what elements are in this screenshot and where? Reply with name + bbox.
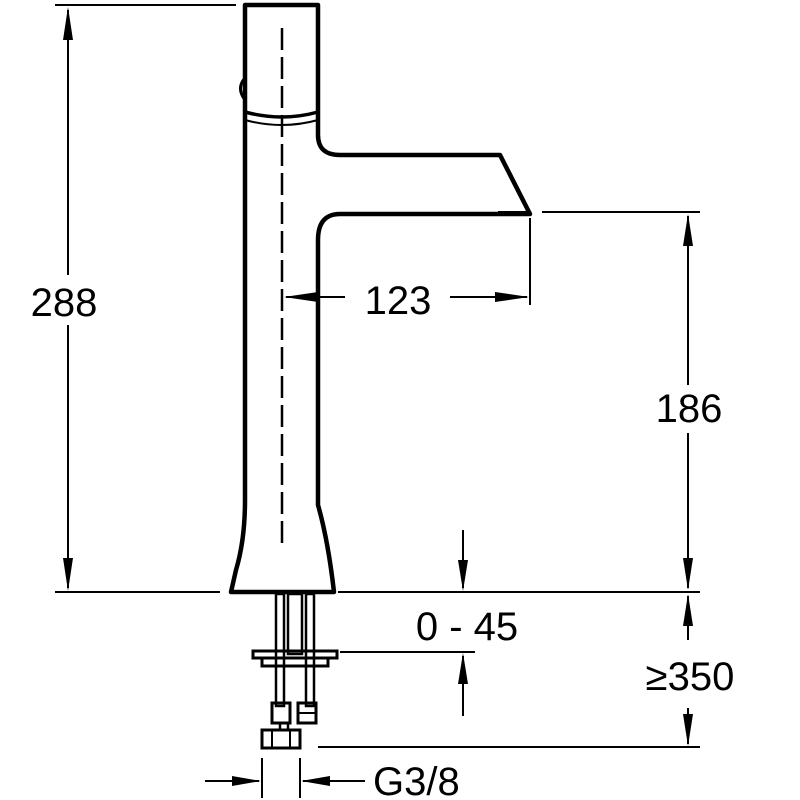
arrowhead-288-bottom — [63, 558, 73, 591]
label-spout-reach: 123 — [365, 279, 432, 323]
dimension-spout-reach: 123 — [284, 218, 531, 323]
label-deck-thickness: 0 - 45 — [416, 605, 518, 649]
dimension-hose-length: ≥350 — [318, 594, 735, 748]
arrowhead-350-bottom — [683, 714, 693, 746]
arrowhead-0-45-top — [458, 560, 468, 591]
label-hose-length: ≥350 — [646, 655, 735, 699]
fixing-nut — [260, 656, 330, 668]
label-connection-thread: G3/8 — [373, 760, 460, 800]
dimension-total-height: 288 — [20, 4, 236, 593]
label-total-height: 288 — [31, 281, 98, 325]
mounting-rod — [286, 592, 304, 656]
mounting-hardware — [251, 592, 339, 750]
label-mask-186 — [645, 385, 735, 433]
arrowhead-350-top — [683, 594, 693, 626]
arrowhead-0-45-bottom — [458, 653, 468, 684]
arrowhead-123-right — [495, 292, 529, 302]
arrowhead-123-left — [284, 292, 318, 302]
connector-nut — [260, 728, 302, 750]
lever-knob — [239, 76, 247, 102]
dimension-spout-height: 186 — [338, 211, 735, 593]
arrowhead-thread-left — [232, 776, 261, 786]
label-spout-height: 186 — [656, 387, 723, 431]
dimension-connection-thread: G3/8 — [205, 758, 460, 800]
dimension-deck-thickness: 0 - 45 — [340, 530, 518, 716]
arrowhead-186-top — [683, 214, 693, 246]
arrowhead-186-bottom — [683, 558, 693, 590]
arrowhead-288-top — [63, 7, 73, 40]
label-mask-288 — [20, 275, 110, 325]
arrowhead-thread-right — [301, 776, 330, 786]
faucet-body — [228, 2, 533, 595]
